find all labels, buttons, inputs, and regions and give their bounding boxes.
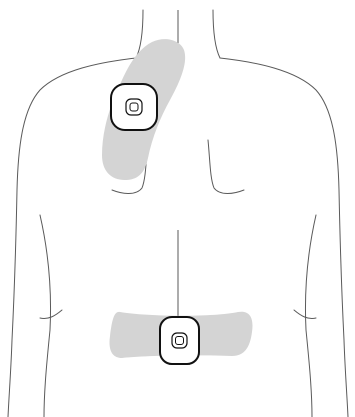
- left-torso-side-line: [40, 215, 51, 417]
- sensor-device-icon: [160, 317, 199, 364]
- lower-sensor-device: [160, 317, 199, 364]
- right-torso-side-line: [305, 215, 316, 417]
- neck-right-line: [213, 10, 220, 58]
- right-shoulder-blade: [208, 140, 244, 194]
- sensor-device-icon: [111, 84, 157, 130]
- upper-sensor-device: [111, 84, 157, 130]
- right-shoulder-arm-line: [220, 58, 348, 417]
